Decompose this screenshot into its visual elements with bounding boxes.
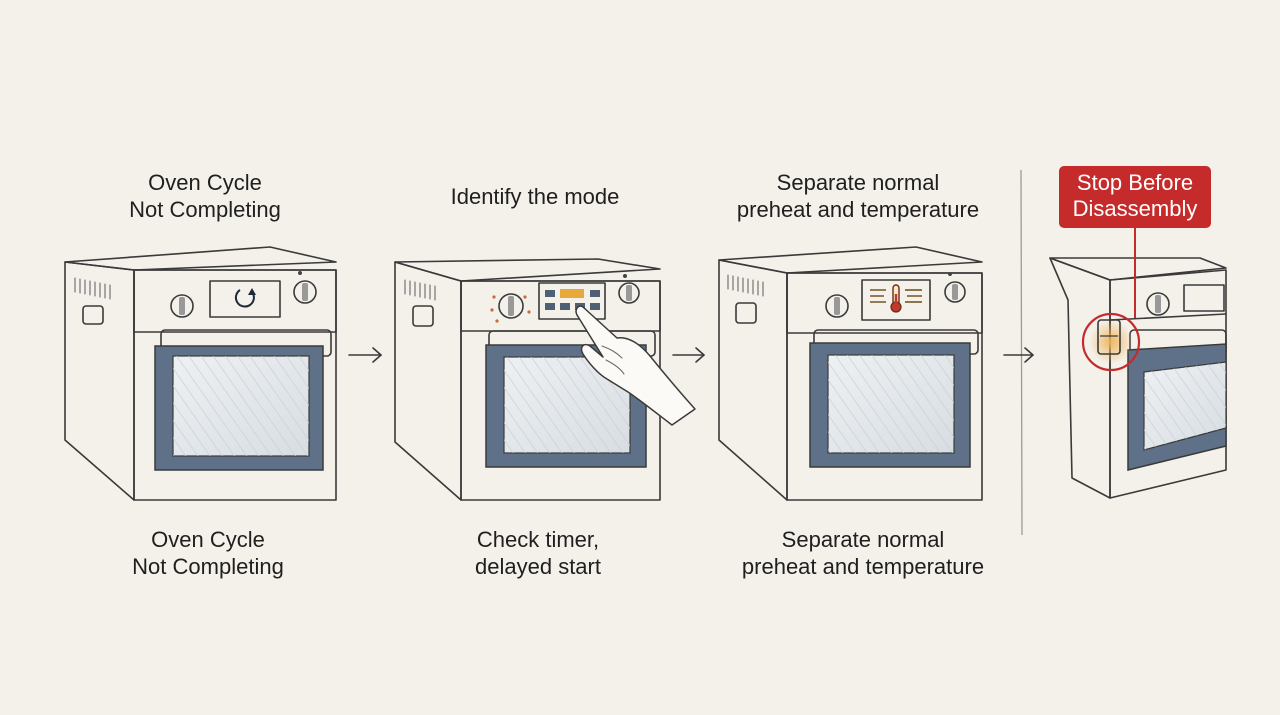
oven-2 <box>394 258 696 501</box>
section-divider <box>1020 169 1023 536</box>
step-1-title: Oven Cycle Not Completing <box>129 170 281 222</box>
arrow-right-icon <box>672 347 705 363</box>
arrow-right-icon <box>1003 347 1034 363</box>
stop-warning-badge: Stop Before Disassembly <box>1059 166 1211 228</box>
step-2-title: Identify the mode <box>450 184 620 209</box>
pointing-hand-icon <box>575 305 696 426</box>
oven-1 <box>64 246 337 501</box>
step-2-description: Check timer, delayed start <box>475 527 601 579</box>
step-1-description: Oven Cycle Not Completing <box>132 527 284 579</box>
warning-circle-icon <box>1081 228 1141 372</box>
refresh-icon <box>234 288 256 308</box>
step-3-title: Separate normal preheat and temperature <box>736 170 980 222</box>
oven-3 <box>718 246 983 501</box>
thermometer-icon <box>890 284 902 313</box>
oven-4-closeup <box>1049 257 1227 499</box>
arrow-right-icon <box>348 347 382 363</box>
step-3-description: Separate normal preheat and temperature <box>741 527 985 579</box>
